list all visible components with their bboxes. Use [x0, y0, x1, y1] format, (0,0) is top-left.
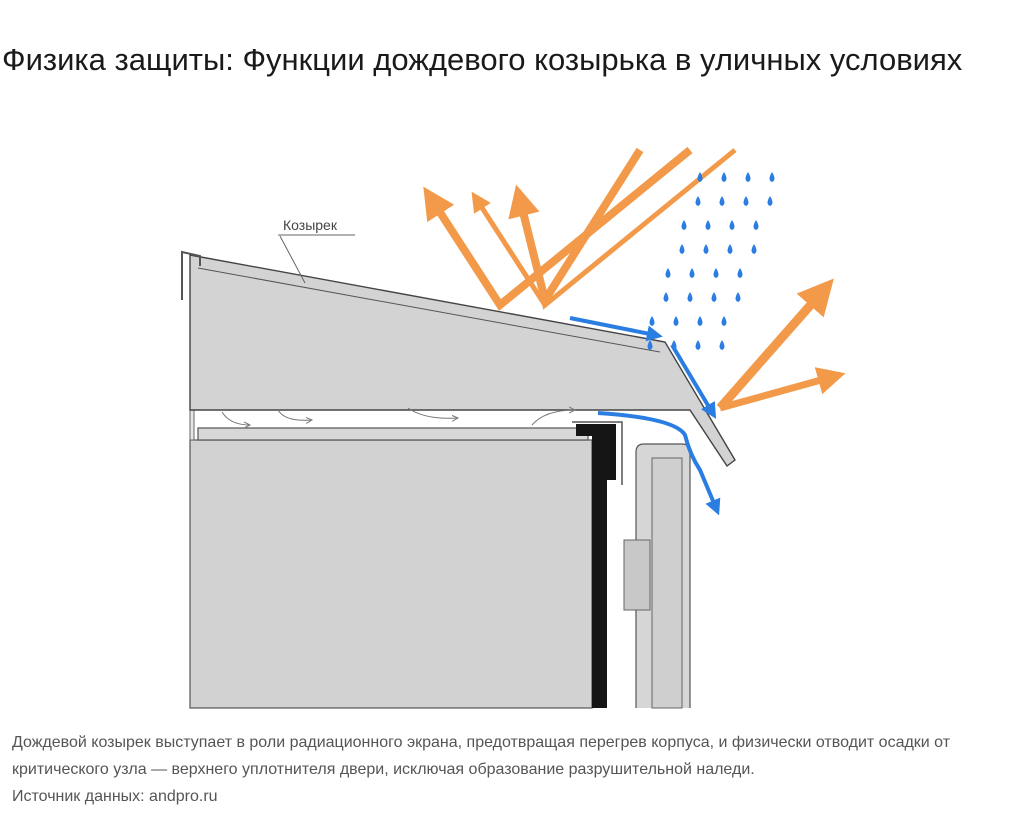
rain-drop-icon: [649, 316, 655, 326]
water-flow-arrows: [569, 316, 721, 516]
cabinet-body: [189, 394, 593, 709]
rain-drop-icon: [697, 172, 703, 182]
rain-drop-icon: [713, 268, 719, 278]
rain-drop-icon: [767, 196, 773, 206]
rain-drops: [647, 172, 775, 350]
rain-drop-icon: [689, 268, 695, 278]
door-seal: [572, 421, 623, 708]
rain-drop-icon: [751, 244, 757, 254]
rain-drop-icon: [665, 268, 671, 278]
rain-drop-icon: [753, 220, 759, 230]
rain-drop-icon: [663, 292, 669, 302]
source-note: Источник данных: andpro.ru: [12, 788, 218, 805]
rain-drop-icon: [647, 340, 653, 350]
rain-drop-icon: [679, 244, 685, 254]
canopy-diagram: Козырек: [181, 146, 846, 709]
rain-drop-icon: [703, 244, 709, 254]
rain-drop-icon: [729, 220, 735, 230]
canopy-label: Козырек: [283, 217, 338, 233]
rain-drop-icon: [735, 292, 741, 302]
rain-drop-icon: [743, 196, 749, 206]
rain-drop-icon: [695, 340, 701, 350]
rain-drop-icon: [681, 220, 687, 230]
airflow-arrows: [221, 408, 575, 425]
figure-caption: Дождевой козырек выступает в роли радиац…: [12, 734, 951, 778]
rain-drop-icon: [673, 316, 679, 326]
rain-drop-icon: [745, 172, 751, 182]
rain-drop-icon: [737, 268, 743, 278]
page-title: Физика защиты: Функции дождевого козырьк…: [2, 42, 963, 77]
rain-drop-icon: [687, 292, 693, 302]
rain-drop-icon: [711, 292, 717, 302]
rain-drop-icon: [695, 196, 701, 206]
canopy: [181, 250, 736, 468]
door-frame: [623, 443, 691, 709]
rain-drop-icon: [719, 196, 725, 206]
rain-drop-icon: [721, 316, 727, 326]
rain-drop-icon: [719, 340, 725, 350]
rain-drop-icon: [697, 316, 703, 326]
rain-drop-icon: [769, 172, 775, 182]
rain-drop-icon: [705, 220, 711, 230]
rain-drop-icon: [727, 244, 733, 254]
rain-drop-icon: [721, 172, 727, 182]
heat-ray-arrows: [423, 146, 846, 412]
